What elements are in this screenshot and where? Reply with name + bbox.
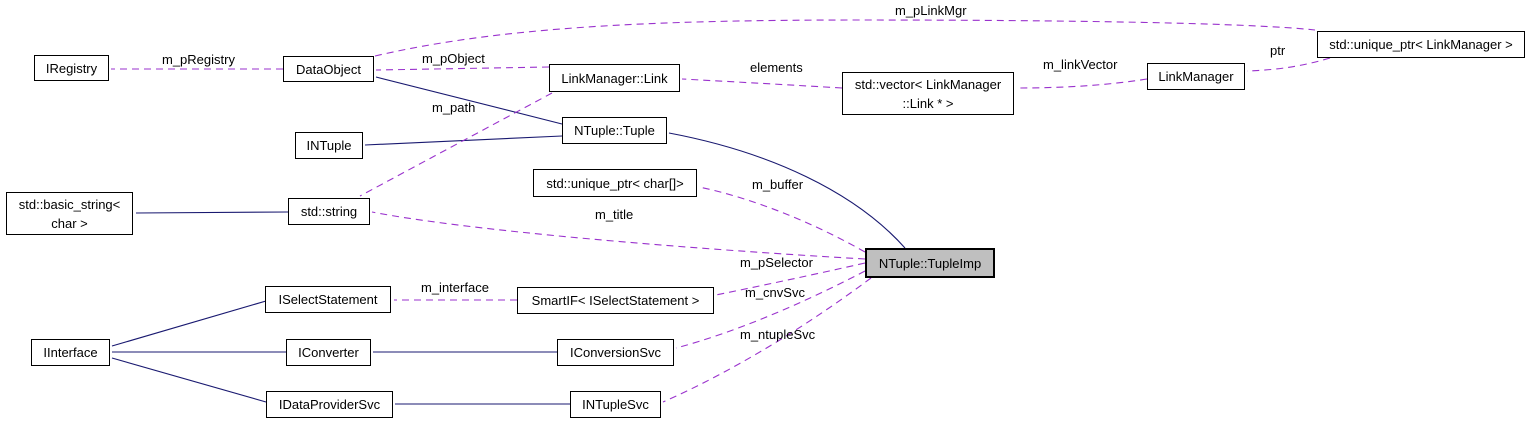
- edge-label-m-plinkmgr: m_pLinkMgr: [895, 3, 967, 18]
- node-iselectstatement[interactable]: ISelectStatement: [265, 286, 391, 313]
- node-linkmanager[interactable]: LinkManager: [1147, 63, 1245, 90]
- edge-usage-m-path: [359, 92, 553, 197]
- edge-inheritance-iselect-iinterface: [111, 300, 267, 347]
- node-dataobject[interactable]: DataObject: [283, 56, 374, 82]
- edge-label-m-path: m_path: [432, 100, 476, 115]
- edge-usage-m-ntuplesvc: [662, 277, 872, 403]
- edge-label-m-pregistry: m_pRegistry: [162, 52, 235, 67]
- edge-label-m-title: m_title: [595, 207, 634, 222]
- edge-inheritance-tupleimp-tuple: [668, 132, 906, 249]
- edge-inheritance-idataprovider-iinterface: [111, 357, 267, 403]
- node-iregistry[interactable]: IRegistry: [34, 55, 109, 81]
- node-ntuple-tupleimp[interactable]: NTuple::TupleImp: [865, 248, 995, 278]
- edge-label-m-buffer: m_buffer: [752, 177, 804, 192]
- edge-label-m-ntuplesvc: m_ntupleSvc: [740, 327, 816, 342]
- node-uniqueptr-linkmanager[interactable]: std::unique_ptr< LinkManager >: [1317, 31, 1525, 58]
- edge-usage-m-pobject: [375, 66, 550, 71]
- edge-usage-m-title: [371, 211, 866, 260]
- edge-usage-m-plinkmgr: [374, 19, 1316, 57]
- edge-usage-m-buffer: [698, 186, 866, 253]
- edge-inheritance-tuple-dataobject: [375, 76, 563, 125]
- node-intuplesvc[interactable]: INTupleSvc: [570, 391, 661, 418]
- edge-label-m-pselector: m_pSelector: [740, 255, 813, 270]
- edge-usage-m-cnvsvc: [675, 270, 866, 349]
- edge-label-m-interface: m_interface: [421, 280, 489, 295]
- node-iconverter[interactable]: IConverter: [286, 339, 371, 366]
- node-vector-linkmanager-link[interactable]: std::vector< LinkManager ::Link * >: [842, 72, 1014, 115]
- node-smartif-iselectstatement[interactable]: SmartIF< ISelectStatement >: [517, 287, 714, 314]
- edge-usage-m-pselector: [715, 262, 866, 296]
- node-iconversionsvc[interactable]: IConversionSvc: [557, 339, 674, 366]
- edge-label-m-pobject: m_pObject: [422, 51, 485, 66]
- edge-usage-elements: [681, 78, 843, 89]
- edge-label-elements: elements: [750, 60, 803, 75]
- edge-label-m-cnvsvc: m_cnvSvc: [745, 285, 805, 300]
- edge-label-ptr: ptr: [1270, 43, 1286, 58]
- edge-label-m-linkvector: m_linkVector: [1043, 57, 1118, 72]
- edge-usage-m-linkvector: [1015, 78, 1148, 89]
- node-ntuple-tuple[interactable]: NTuple::Tuple: [562, 117, 667, 144]
- node-intuple[interactable]: INTuple: [295, 132, 363, 159]
- node-std-string[interactable]: std::string: [288, 198, 370, 225]
- node-iinterface[interactable]: IInterface: [31, 339, 110, 366]
- node-idataprovidersvc[interactable]: IDataProviderSvc: [266, 391, 393, 418]
- node-linkmanager-link[interactable]: LinkManager::Link: [549, 64, 680, 92]
- node-basic-string[interactable]: std::basic_string< char >: [6, 192, 133, 235]
- edge-inheritance-string-basicstring: [135, 211, 289, 214]
- node-uniqueptr-char[interactable]: std::unique_ptr< char[]>: [533, 169, 697, 197]
- edge-usage-ptr: [1246, 57, 1331, 72]
